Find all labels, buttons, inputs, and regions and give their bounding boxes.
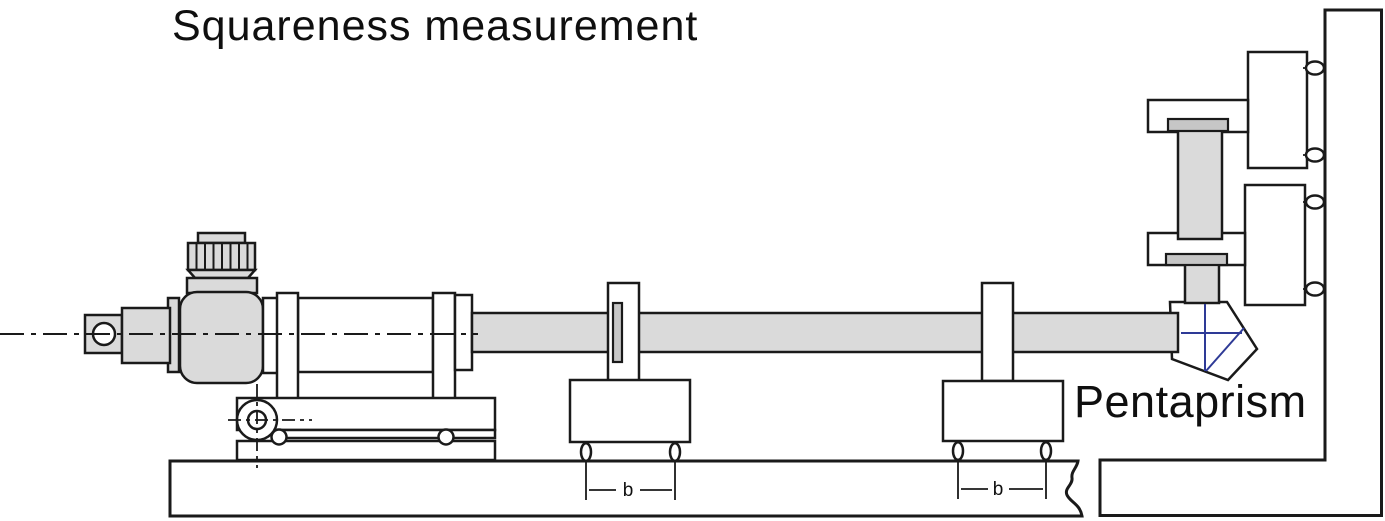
- dimension-b-right: b: [957, 461, 1047, 500]
- tube-cap-lower: [1164, 252, 1229, 267]
- stage-top-plate: [235, 396, 497, 432]
- pentaprism-body: [1168, 300, 1259, 382]
- knurl-lines: [195, 243, 249, 270]
- front-block: [120, 306, 172, 365]
- tilt-stage: [235, 396, 497, 462]
- vertical-beam-assembly: [1146, 50, 1326, 382]
- knob-cap: [196, 231, 247, 245]
- target-block-upper: [1246, 50, 1309, 170]
- centerlines: [0, 332, 478, 468]
- pentaprism-label: Pentaprism: [1074, 376, 1307, 427]
- page-title: Squareness measurement: [172, 2, 698, 50]
- base-plate-left: [168, 459, 1084, 518]
- dimension-label: b: [993, 479, 1004, 500]
- support-block: [568, 378, 692, 444]
- main-body: [178, 290, 265, 385]
- support-foot: [579, 441, 593, 463]
- stage-roller-left: [270, 428, 288, 446]
- support-stand-2: [941, 281, 1065, 462]
- reticle-strip: [611, 301, 624, 364]
- stage-roller-right: [437, 428, 455, 446]
- support-post: [980, 281, 1015, 383]
- target-block-lower: [1243, 183, 1307, 307]
- support-block: [941, 379, 1065, 443]
- source-unit: [83, 231, 280, 385]
- cylinder-end-cap: [453, 293, 474, 372]
- wall-contact-feet: [1303, 60, 1326, 297]
- collimator-tube: [275, 291, 474, 402]
- dimension-label: b: [623, 480, 634, 501]
- dimension-b-left: b: [585, 461, 676, 501]
- foot-oval: [1304, 147, 1326, 163]
- beam-tube: [470, 311, 1180, 354]
- foot-oval: [1304, 281, 1326, 297]
- support-foot: [951, 440, 965, 462]
- beam-path: [1181, 304, 1245, 372]
- foot-oval: [1304, 60, 1326, 76]
- support-stand-1: [568, 281, 692, 463]
- stage-bottom-plate: [235, 439, 497, 462]
- support-foot: [1039, 440, 1053, 462]
- tube-cap-upper: [1166, 117, 1230, 133]
- clamp-post-right: [431, 291, 457, 402]
- support-foot: [668, 441, 682, 463]
- stage-slide-bar: [281, 428, 497, 440]
- vertical-wall: [1098, 8, 1383, 517]
- foot-oval: [1304, 194, 1326, 210]
- vertical-tube: [1176, 128, 1224, 241]
- clamp-post-left: [275, 291, 300, 402]
